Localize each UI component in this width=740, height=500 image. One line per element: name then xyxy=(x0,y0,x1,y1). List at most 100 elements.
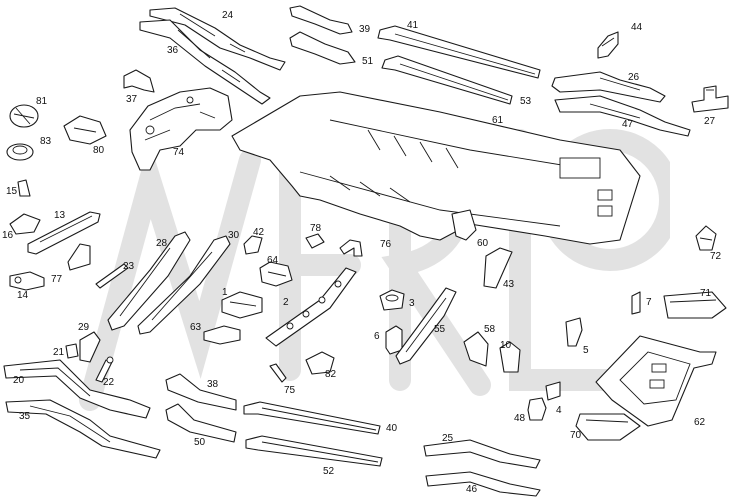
part-rail-55 xyxy=(395,287,457,365)
label-47: 47 xyxy=(622,119,634,130)
part-rail-20 xyxy=(3,359,151,419)
label-38: 38 xyxy=(207,379,219,390)
label-55: 55 xyxy=(434,324,446,335)
part-frame-rail-28 xyxy=(107,231,191,331)
part-bracket-64 xyxy=(259,261,293,287)
label-23: 23 xyxy=(123,261,135,272)
part-rail-35 xyxy=(5,399,161,459)
part-cap-81 xyxy=(9,104,39,128)
label-43: 43 xyxy=(503,279,515,290)
label-70: 70 xyxy=(570,430,582,441)
label-20: 20 xyxy=(13,375,25,386)
label-80: 80 xyxy=(93,145,105,156)
part-crossmember-2 xyxy=(265,267,357,347)
part-sill-41 xyxy=(377,25,541,79)
part-rail-46 xyxy=(425,471,541,497)
label-6: 6 xyxy=(374,331,380,342)
label-16: 16 xyxy=(2,230,14,241)
part-stud-22 xyxy=(95,356,114,383)
label-37: 37 xyxy=(126,94,138,105)
label-82: 82 xyxy=(325,369,337,380)
part-bracket-43 xyxy=(483,247,513,289)
part-bracket-77 xyxy=(67,243,91,271)
label-60: 60 xyxy=(477,238,489,249)
part-sill-52 xyxy=(245,435,383,467)
label-3: 3 xyxy=(409,298,415,309)
part-bracket-78 xyxy=(305,233,325,249)
part-bracket-44 xyxy=(597,31,619,59)
label-30: 30 xyxy=(228,230,240,241)
label-42: 42 xyxy=(253,227,265,238)
part-rail-25 xyxy=(423,439,541,469)
part-pan-71 xyxy=(663,291,727,319)
part-bracket-63 xyxy=(203,325,241,345)
label-62: 62 xyxy=(694,417,706,428)
part-rail-47 xyxy=(554,95,691,137)
part-grommet-83 xyxy=(6,143,34,161)
part-sill-53 xyxy=(381,55,513,105)
part-bracket-5 xyxy=(565,317,583,347)
part-pan-70 xyxy=(575,413,641,441)
part-bracket-51 xyxy=(289,31,356,65)
label-63: 63 xyxy=(190,322,202,333)
label-2: 2 xyxy=(283,297,289,308)
label-64: 64 xyxy=(267,255,279,266)
label-36: 36 xyxy=(167,45,179,56)
part-bracket-72 xyxy=(695,225,717,251)
label-52: 52 xyxy=(323,466,335,477)
part-floor-pan-61 xyxy=(231,91,641,245)
part-bracket-80 xyxy=(63,115,107,145)
label-22: 22 xyxy=(103,377,115,388)
part-rail-36 xyxy=(139,19,271,105)
label-81: 81 xyxy=(36,96,48,107)
label-74: 74 xyxy=(173,147,185,158)
part-bracket-39 xyxy=(289,5,353,35)
label-46: 46 xyxy=(466,484,478,495)
label-83: 83 xyxy=(40,136,52,147)
label-35: 35 xyxy=(19,411,31,422)
part-bracket-4 xyxy=(545,381,561,401)
label-4: 4 xyxy=(556,405,562,416)
label-13: 13 xyxy=(54,210,66,221)
part-mount-6 xyxy=(385,325,403,355)
part-rail-50 xyxy=(165,403,237,443)
label-72: 72 xyxy=(710,251,722,262)
label-14: 14 xyxy=(17,290,29,301)
part-crossmember-13 xyxy=(27,211,101,255)
label-61: 61 xyxy=(492,115,504,126)
label-40: 40 xyxy=(386,423,398,434)
label-7: 7 xyxy=(646,297,652,308)
part-rod-75 xyxy=(269,363,287,383)
label-58: 58 xyxy=(484,324,496,335)
label-77: 77 xyxy=(51,274,63,285)
part-bump-stop-48 xyxy=(527,397,547,421)
label-48: 48 xyxy=(514,413,526,424)
part-bracket-21 xyxy=(65,343,79,359)
part-bracket-37 xyxy=(123,69,155,93)
label-10: 10 xyxy=(500,340,512,351)
label-5: 5 xyxy=(583,345,589,356)
label-53: 53 xyxy=(520,96,532,107)
part-mount-3 xyxy=(379,289,405,311)
label-24: 24 xyxy=(222,10,234,21)
part-rail-60 xyxy=(451,209,477,241)
part-bracket-58 xyxy=(463,331,489,367)
label-50: 50 xyxy=(194,437,206,448)
part-bracket-42 xyxy=(243,235,263,255)
part-bracket-27 xyxy=(691,85,729,113)
part-panel-74 xyxy=(129,87,233,171)
label-75: 75 xyxy=(284,385,296,396)
part-rear-floor-62 xyxy=(595,335,717,427)
label-25: 25 xyxy=(442,433,454,444)
label-1: 1 xyxy=(222,287,228,298)
label-76: 76 xyxy=(380,239,392,250)
part-bracket-16 xyxy=(9,213,41,235)
part-bracket-14 xyxy=(9,271,45,291)
label-28: 28 xyxy=(156,238,168,249)
part-rod-76 xyxy=(339,239,363,257)
label-26: 26 xyxy=(628,72,640,83)
part-rail-24 xyxy=(149,7,286,71)
label-39: 39 xyxy=(359,24,371,35)
part-rail-26 xyxy=(551,71,666,103)
